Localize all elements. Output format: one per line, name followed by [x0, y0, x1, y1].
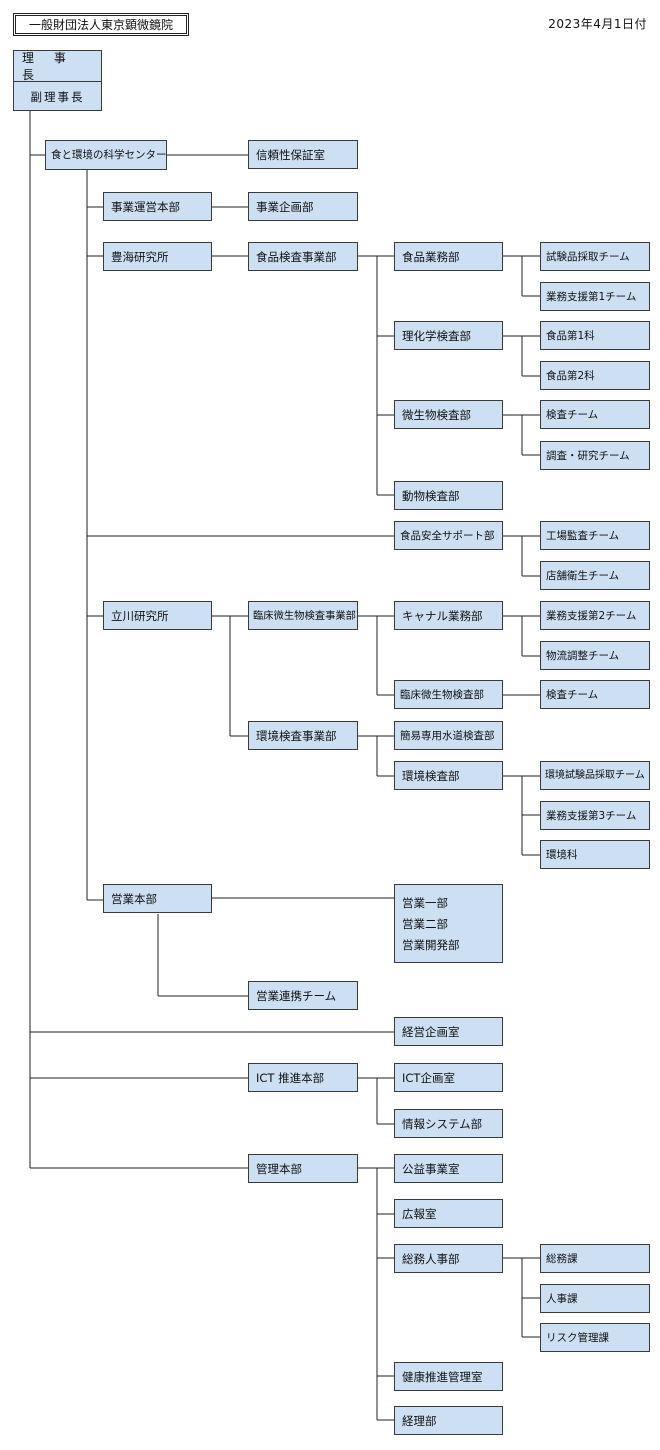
org-box-clinical-micro-div: 臨床微生物検査事業部	[248, 601, 358, 630]
org-box-sales-hq: 営業本部	[103, 884, 212, 913]
org-box-env-inspection: 環境検査部	[394, 761, 503, 790]
org-box-mgmt-planning: 経営企画室	[394, 1017, 503, 1046]
org-box-admin-hq: 管理本部	[248, 1154, 358, 1183]
org-box-canal: キャナル業務部	[394, 601, 503, 630]
org-box-food-2: 食品第2科	[540, 361, 650, 390]
sales-dept-1-label: 営業一部	[402, 895, 448, 910]
org-box-ga-section: 総務課	[540, 1244, 650, 1273]
org-box-support-team-1: 業務支援第1チーム	[540, 282, 650, 311]
org-box-toyomi-lab: 豊海研究所	[103, 242, 212, 271]
org-box-store-hygiene-team: 店舗衛生チーム	[540, 561, 650, 590]
org-box-inspection-team-2: 検査チーム	[540, 680, 650, 709]
org-box-sales-coop-team: 営業連携チーム	[248, 981, 358, 1010]
org-box-accounting: 経理部	[394, 1406, 503, 1435]
org-box-food-env-center: 食と環境の科学センター	[45, 140, 167, 170]
org-box-food-business: 食品業務部	[394, 242, 503, 271]
vice-chairman-label: 副理事長	[30, 90, 85, 104]
org-box-inspection-team-1: 検査チーム	[540, 400, 650, 429]
org-box-health-office: 健康推進管理室	[394, 1362, 503, 1391]
org-box-public-office: 公益事業室	[394, 1154, 503, 1183]
org-box-support-team-3: 業務支援第3チーム	[540, 801, 650, 830]
chairman-label: 理 事 長	[14, 51, 101, 82]
org-box-food-inspection-div: 食品検査事業部	[248, 242, 358, 271]
org-box-sample-collection-team: 試験品採取チーム	[540, 242, 650, 271]
org-box-research-team: 調査・研究チーム	[540, 441, 650, 470]
org-box-microbio: 微生物検査部	[394, 400, 503, 429]
org-box-animal: 動物検査部	[394, 481, 503, 510]
org-box-env-section: 環境科	[540, 840, 650, 869]
org-box-factory-audit-team: 工場監査チーム	[540, 521, 650, 550]
sales-dept-2-label: 営業二部	[402, 916, 448, 931]
org-box-food-1: 食品第1科	[540, 321, 650, 350]
org-box-reliability-office: 信頼性保証室	[248, 140, 358, 169]
org-box-pr: 広報室	[394, 1199, 503, 1228]
org-box-env-inspection-div: 環境検査事業部	[248, 721, 358, 750]
org-box-sales-departments: 営業一部 営業二部 営業開発部	[394, 884, 503, 963]
org-box-ga-hr: 総務人事部	[394, 1244, 503, 1273]
org-box-info-systems: 情報システム部	[394, 1109, 503, 1138]
organization-name: 一般財団法人東京顕微鏡院	[13, 13, 189, 36]
org-box-hr-section: 人事課	[540, 1284, 650, 1313]
chairman-box: 理 事 長 副理事長	[13, 50, 102, 111]
org-box-risk-section: リスク管理課	[540, 1323, 650, 1352]
org-box-food-safety-support: 食品安全サポート部	[394, 521, 503, 550]
org-box-physchem: 理化学検査部	[394, 321, 503, 350]
org-box-support-team-2: 業務支援第2チーム	[540, 601, 650, 630]
org-box-business-planning: 事業企画部	[248, 192, 358, 221]
org-box-operations-hq: 事業運営本部	[103, 192, 212, 221]
org-box-logistics-team: 物流調整チーム	[540, 641, 650, 670]
sales-dev-label: 営業開発部	[402, 937, 460, 952]
effective-date: 2023年4月1日付	[548, 17, 647, 31]
org-box-ict-planning: ICT企画室	[394, 1063, 503, 1092]
org-box-env-sample-team: 環境試験品採取チーム	[540, 761, 650, 790]
org-box-ict-hq: ICT 推進本部	[248, 1063, 358, 1092]
org-box-water-inspection: 簡易専用水道検査部	[394, 721, 503, 750]
org-box-clinical-micro: 臨床微生物検査部	[394, 680, 503, 709]
org-box-tachikawa-lab: 立川研究所	[103, 601, 212, 630]
